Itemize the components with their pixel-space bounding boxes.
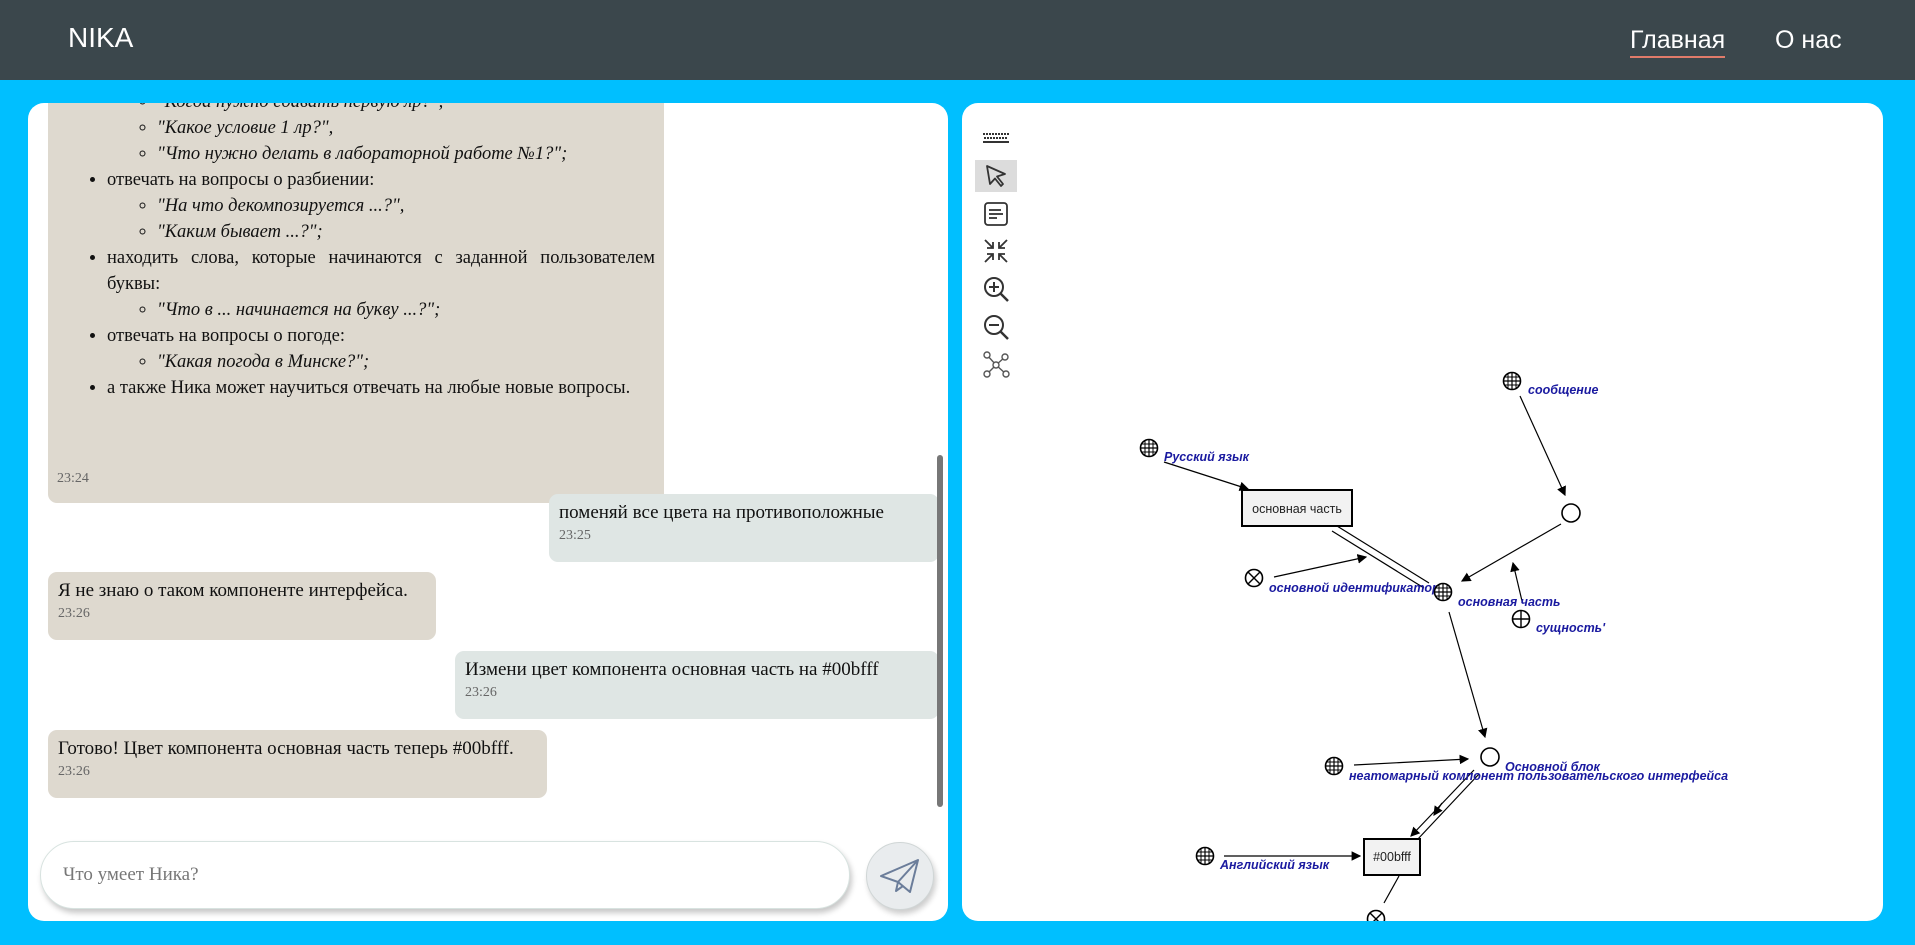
message-timestamp: 23:25: [559, 528, 591, 543]
message-timestamp: 23:24: [57, 471, 89, 486]
graph-edge: [1163, 461, 1250, 491]
graph-edge: [1353, 754, 1470, 766]
node-label: Английский язык: [1219, 858, 1330, 872]
node-label: Основной блок: [1505, 760, 1601, 774]
message-text: поменяй все цвета на противоположные: [559, 502, 884, 523]
user-message: Измени цвет компонента основная часть на…: [455, 651, 939, 719]
graph-edge: [1448, 611, 1488, 739]
graph-box-node[interactable]: [1363, 838, 1421, 876]
globe-node-icon[interactable]: [1433, 582, 1453, 602]
graph-layout-tool[interactable]: [975, 349, 1017, 381]
node-label: основная часть: [1458, 595, 1560, 609]
list-item: находить слова, которые начинаются с зад…: [107, 248, 655, 294]
nav-home-link[interactable]: Главная: [1630, 26, 1726, 58]
graph-edge: [1336, 525, 1430, 584]
bot-message: Готово! Цвет компонента основная часть т…: [48, 730, 547, 798]
send-button[interactable]: [866, 842, 934, 910]
message-timestamp: 23:26: [58, 606, 90, 621]
chat-scrollbar[interactable]: [937, 455, 943, 807]
message-timestamp: 23:26: [58, 764, 90, 779]
graph-edge: [1510, 561, 1523, 602]
list-item: "Что в ... начинается на букву ...?";: [157, 297, 655, 323]
globe-node-icon[interactable]: [1139, 438, 1159, 458]
semantic-graph[interactable]: сообщение Русский язык основная часть ос…: [962, 103, 1883, 921]
chat-input[interactable]: [63, 860, 823, 890]
node-label: основной идентификатор: [1269, 581, 1440, 595]
chat-input-container: [40, 841, 850, 909]
node-label: неатомарный компонент пользовательского …: [1349, 769, 1728, 783]
keyboard-icon: [983, 133, 1009, 143]
list-item: "Что нужно делать в лабораторной работе …: [157, 141, 655, 167]
list-item: а также Ника может научиться отвечать на…: [107, 378, 631, 398]
plus-node-icon[interactable]: [1511, 609, 1531, 629]
graph-edge: [1331, 530, 1425, 589]
chat-history[interactable]: "Когда нужно сдавать первую лр?", "Какое…: [28, 103, 948, 813]
globe-node-icon[interactable]: [1502, 371, 1522, 391]
graph-edge: [1460, 523, 1562, 582]
text-note-icon: [984, 202, 1008, 226]
message-text: Измени цвет компонента основная часть на…: [465, 659, 879, 680]
x-node-icon[interactable]: [1366, 909, 1386, 922]
graph-edge: [1519, 395, 1566, 497]
bot-message-capabilities: "Когда нужно сдавать первую лр?", "Какое…: [48, 103, 664, 503]
keyboard-tool[interactable]: [975, 123, 1017, 155]
globe-node-icon[interactable]: [1195, 846, 1215, 866]
select-pointer-icon: [986, 165, 1006, 187]
list-item: отвечать на вопросы о погоде:: [107, 326, 346, 346]
node-label: сущность': [1536, 621, 1606, 635]
list-item: "На что декомпозируется ...?",: [157, 193, 655, 219]
message-timestamp: 23:26: [465, 685, 497, 700]
message-text: Готово! Цвет компонента основная часть т…: [58, 738, 514, 759]
graph-edge: [1410, 769, 1475, 837]
list-item: "Какое условие 1 лр?",: [157, 115, 655, 141]
top-navbar: NIKA Главная О нас: [0, 0, 1915, 80]
globe-node-icon[interactable]: [1324, 756, 1344, 776]
zoom-in-tool[interactable]: [975, 273, 1017, 305]
graph-node[interactable]: [1561, 503, 1581, 523]
nav-about-link[interactable]: О нас: [1775, 26, 1842, 54]
node-label: основная часть: [1252, 502, 1342, 516]
list-item: "Какая погода в Минске?";: [157, 349, 655, 375]
graph-edge: [1273, 554, 1368, 578]
x-node-icon[interactable]: [1244, 568, 1264, 588]
collapse-icon: [984, 239, 1008, 263]
graph-node[interactable]: [1480, 747, 1500, 767]
message-text: Я не знаю о таком компоненте интерфейса.: [58, 580, 408, 601]
brand-logo[interactable]: NIKA: [68, 22, 134, 53]
text-tool[interactable]: [975, 198, 1017, 230]
node-label: сообщение: [1528, 383, 1598, 397]
node-label: #00bfff: [1373, 850, 1411, 864]
zoom-out-tool[interactable]: [975, 311, 1017, 343]
bot-message: Я не знаю о таком компоненте интерфейса.…: [48, 572, 436, 640]
graph-box-node[interactable]: [1241, 489, 1353, 527]
graph-edge: [1416, 773, 1480, 841]
paper-plane-icon: [880, 859, 919, 893]
graph-edge: [1383, 875, 1400, 904]
select-tool[interactable]: [975, 160, 1017, 192]
graph-edge: [1433, 802, 1443, 816]
list-item: "Каким бывает ...?";: [157, 219, 655, 245]
chat-panel: "Когда нужно сдавать первую лр?", "Какое…: [28, 103, 948, 921]
list-item: отвечать на вопросы о разбиении:: [107, 170, 375, 190]
zoom-in-icon: [984, 277, 1009, 302]
graph-nodes-icon: [983, 351, 1010, 378]
node-label: Русский язык: [1164, 450, 1250, 464]
zoom-out-icon: [984, 315, 1009, 340]
user-message: поменяй все цвета на противоположные 23:…: [549, 494, 939, 562]
graph-panel: сообщение Русский язык основная часть ос…: [962, 103, 1883, 921]
collapse-tool[interactable]: [975, 235, 1017, 267]
list-item: "Когда нужно сдавать первую лр?",: [157, 103, 655, 115]
